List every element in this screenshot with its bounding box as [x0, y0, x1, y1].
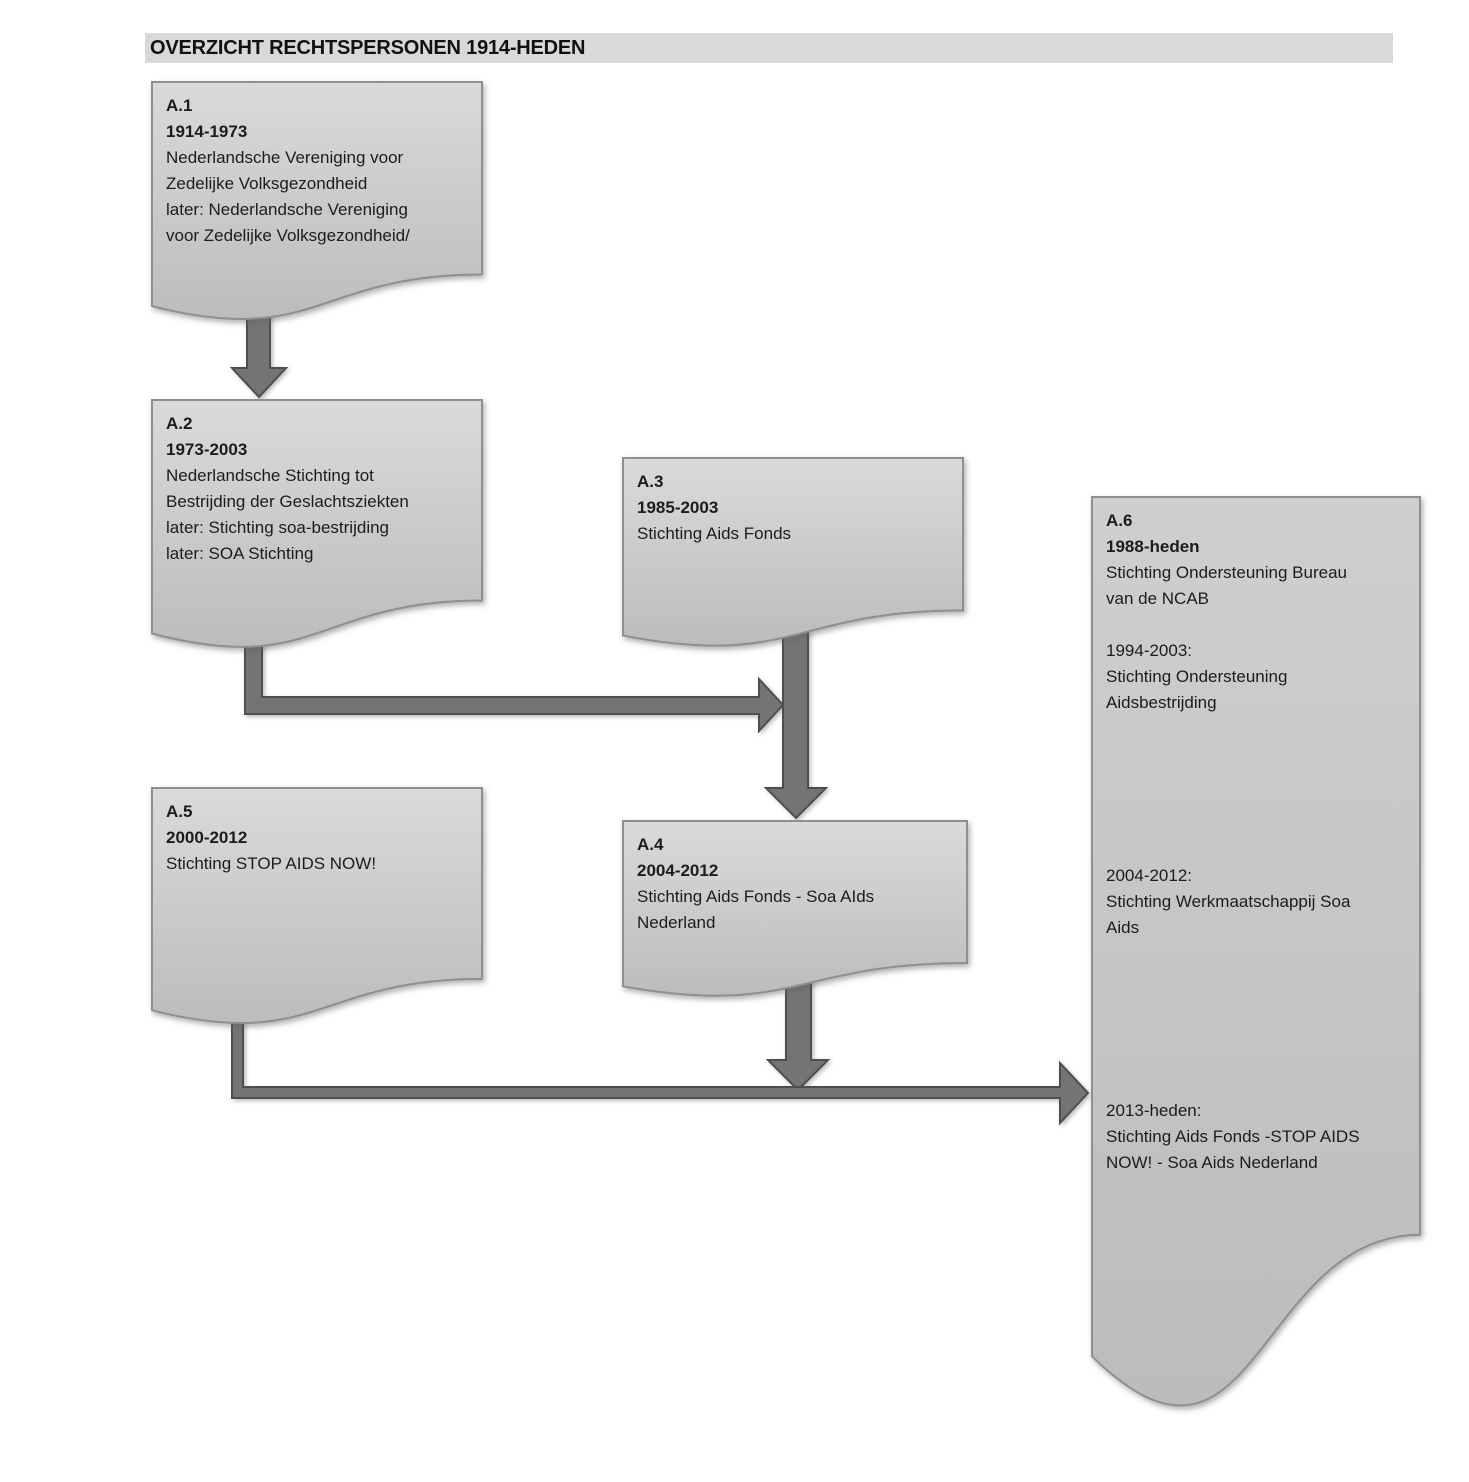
block-arrow-down-icon [765, 971, 831, 1092]
box-text-line: Aidsbestrijding [1106, 693, 1217, 712]
document-shape-a4: A.4 2004-2012 Stichting Aids Fonds - Soa… [622, 820, 968, 998]
page-title: OVERZICHT RECHTSPERSONEN 1914-HEDEN [150, 36, 586, 59]
a6-section-2004: 2004-2012: Stichting Werkmaatschappij So… [1106, 863, 1350, 941]
document-shape-icon [622, 457, 964, 647]
box-text-line: later: SOA Stichting [166, 544, 314, 563]
box-label: A.6 [1106, 511, 1133, 530]
box-text-line: voor Zedelijke Volksgezondheid/ [166, 226, 410, 245]
box-period: 1914-1973 [166, 122, 248, 141]
document-shape-a1: A.1 1914-1973 Nederlandsche Vereniging v… [151, 81, 483, 322]
box-period: 1988-heden [1106, 537, 1200, 556]
document-shape-a6: A.6 1988-heden Stichting Ondersteuning B… [1091, 496, 1421, 1417]
box-label: A.3 [637, 472, 664, 491]
diagram-title-bar: OVERZICHT RECHTSPERSONEN 1914-HEDEN [145, 33, 1393, 63]
box-period: 1985-2003 [637, 498, 719, 517]
box-label: A.2 [166, 414, 193, 433]
box-text-line: NOW! - Soa Aids Nederland [1106, 1153, 1318, 1172]
box-label: A.4 [637, 835, 664, 854]
box-text-line: Stichting STOP AIDS NOW! [166, 854, 377, 873]
section-period: 1994-2003: [1106, 641, 1193, 660]
box-text-line: later: Stichting soa-bestrijding [166, 518, 390, 537]
box-text-line: Bestrijding der Geslachtsziekten [166, 492, 409, 511]
section-period: 2013-heden: [1106, 1101, 1202, 1120]
a6-section-2013: 2013-heden: Stichting Aids Fonds -STOP A… [1106, 1098, 1360, 1176]
document-shape-a2: A.2 1973-2003 Nederlandsche Stichting to… [151, 399, 483, 650]
document-shape-a5: A.5 2000-2012 Stichting STOP AIDS NOW! [151, 787, 483, 1026]
box-period: 2000-2012 [166, 828, 248, 847]
box-text-line: Aids [1106, 918, 1140, 937]
box-label: A.5 [166, 802, 193, 821]
box-text-line: Nederlandsche Vereniging voor [166, 148, 404, 167]
box-text-line: Zedelijke Volksgezondheid [166, 174, 368, 193]
box-text-line: Nederland [637, 913, 716, 932]
box-label: A.1 [166, 96, 193, 115]
box-text-line: Stichting Aids Fonds - Soa AIds [637, 887, 875, 906]
box-text-line: later: Nederlandsche Vereniging [166, 200, 408, 219]
elbow-arrow-right-icon [244, 639, 785, 734]
spacer [1106, 612, 1410, 638]
document-shape-icon [151, 81, 483, 320]
box-text-line: Nederlandsche Stichting tot [166, 466, 374, 485]
box-text-line: Stichting Werkmaatschappij Soa [1106, 892, 1351, 911]
box-text-line: Stichting Ondersteuning Bureau [1106, 563, 1347, 582]
box-period: 2004-2012 [637, 861, 719, 880]
document-shape-icon [1091, 496, 1421, 1407]
box-period: 1973-2003 [166, 440, 248, 459]
document-shape-icon [622, 820, 968, 997]
box-text-line: Stichting Ondersteuning [1106, 667, 1288, 686]
document-shape-a3: A.3 1985-2003 Stichting Aids Fonds [622, 457, 964, 648]
elbow-arrow-right-icon [231, 1009, 1090, 1126]
box-text-line: Stichting Aids Fonds -STOP AIDS [1106, 1127, 1360, 1146]
box-text-line: Stichting Aids Fonds [637, 524, 792, 543]
box-text-line: van de NCAB [1106, 589, 1209, 608]
block-arrow-down-icon [763, 615, 829, 820]
section-period: 2004-2012: [1106, 866, 1193, 885]
document-shape-icon [151, 787, 483, 1024]
document-shape-icon [151, 399, 483, 648]
